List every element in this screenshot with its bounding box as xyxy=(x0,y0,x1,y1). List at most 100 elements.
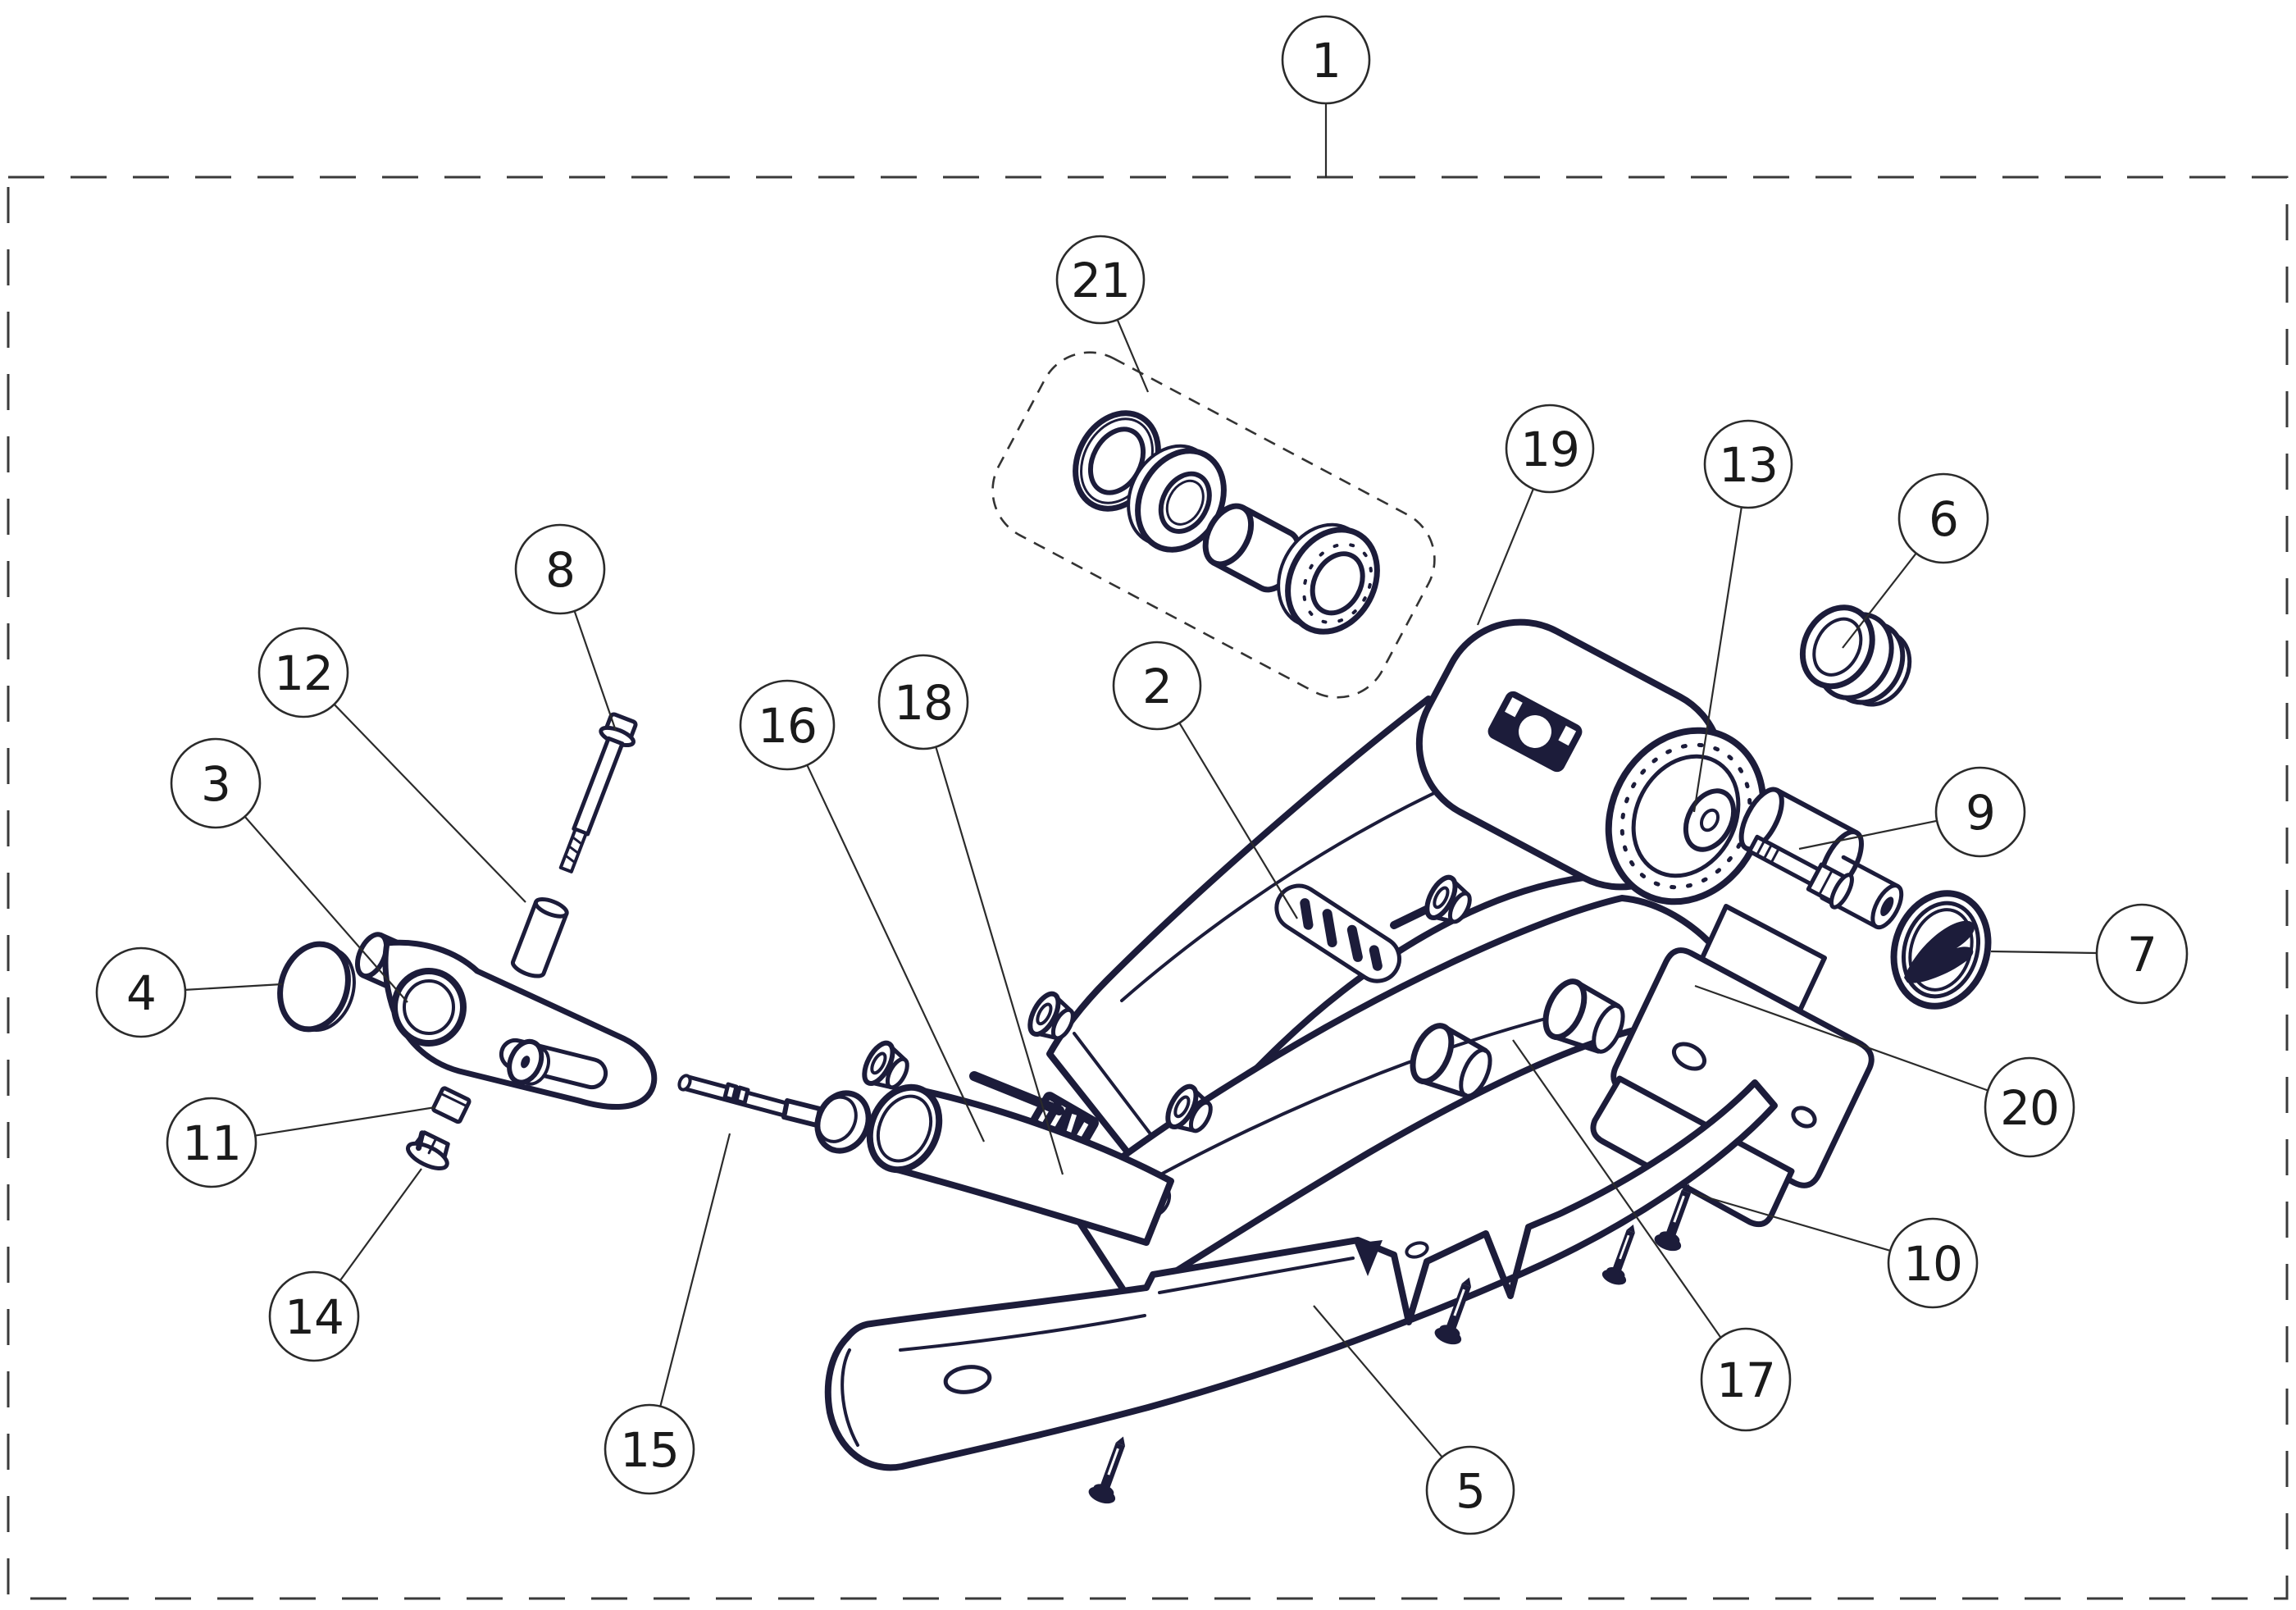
callout-21[interactable]: 21 xyxy=(1055,235,1150,393)
callout-number-2: 2 xyxy=(1142,659,1172,714)
callout-10[interactable]: 10 xyxy=(1692,1192,1979,1309)
square-nut xyxy=(431,1086,472,1124)
callout-circle-6[interactable] xyxy=(1897,472,1989,564)
callout-circle-9[interactable] xyxy=(1934,766,2026,858)
callout-19[interactable]: 19 xyxy=(1476,404,1595,626)
callout-8[interactable]: 8 xyxy=(514,523,617,732)
callout-circle-18[interactable] xyxy=(877,654,969,750)
leader-line-21 xyxy=(1116,319,1150,393)
callout-number-11: 11 xyxy=(182,1115,241,1171)
callout-4[interactable]: 4 xyxy=(95,946,283,1038)
cross-pin-boss xyxy=(507,1038,551,1086)
leader-line-12 xyxy=(333,704,526,903)
guard-oval-hole xyxy=(943,1365,992,1394)
callout-20[interactable]: 20 xyxy=(1694,984,2075,1158)
callout-number-7: 7 xyxy=(2127,927,2157,983)
leader-line-14 xyxy=(339,1168,422,1281)
leader-line-19 xyxy=(1476,488,1534,626)
guard-small-hole xyxy=(1405,1241,1429,1259)
logo-swoosh xyxy=(1904,920,1975,983)
callout-circle-4[interactable] xyxy=(95,946,187,1038)
callout-circle-8[interactable] xyxy=(514,523,606,615)
countersunk-screw xyxy=(1085,1430,1138,1508)
callout-circle-13[interactable] xyxy=(1703,419,1793,509)
pivot-tube xyxy=(866,1071,1174,1246)
torque-arm xyxy=(354,932,658,1110)
leader-line-11 xyxy=(255,1106,436,1137)
leader-line-3 xyxy=(244,815,408,1003)
kit-contents-dashed-border xyxy=(7,176,2289,1600)
leader-line-15 xyxy=(659,1133,731,1407)
callout-12[interactable]: 12 xyxy=(257,627,526,903)
callout-14[interactable]: 14 xyxy=(268,1168,422,1362)
callout-number-12: 12 xyxy=(274,645,333,701)
leader-line-6 xyxy=(1842,552,1917,649)
leader-line-5 xyxy=(1313,1305,1443,1458)
callout-13[interactable]: 13 xyxy=(1692,419,1793,813)
callout-number-21: 21 xyxy=(1071,253,1130,308)
adjuster-pin xyxy=(677,1074,822,1128)
callout-circle-12[interactable] xyxy=(257,627,349,718)
callout-circle-3[interactable] xyxy=(170,737,262,829)
guard-notch xyxy=(1355,1240,1383,1276)
callout-7[interactable]: 7 xyxy=(1990,903,2189,1005)
callout-11[interactable]: 11 xyxy=(166,1097,436,1188)
leader-line-4 xyxy=(184,983,283,991)
callout-number-1: 1 xyxy=(1311,33,1341,89)
callout-18[interactable]: 18 xyxy=(877,654,1064,1175)
end-cap-dome xyxy=(277,941,356,1033)
callout-circle-16[interactable] xyxy=(739,679,836,771)
callout-number-18: 18 xyxy=(894,675,953,731)
callout-6[interactable]: 6 xyxy=(1842,472,1989,649)
callout-17[interactable]: 17 xyxy=(1512,1039,1792,1432)
bracket-hole xyxy=(1791,1106,1817,1129)
callout-number-19: 19 xyxy=(1520,422,1579,477)
bearing-spacer-tube xyxy=(1202,503,1302,593)
callout-5[interactable]: 5 xyxy=(1313,1305,1515,1535)
pin-cup-washer xyxy=(814,1090,872,1154)
callout-number-15: 15 xyxy=(620,1422,679,1478)
callout-circle-19[interactable] xyxy=(1505,404,1595,494)
callout-number-10: 10 xyxy=(1903,1236,1962,1292)
callout-number-17: 17 xyxy=(1716,1352,1775,1408)
cast-logo-slot xyxy=(1274,883,1401,983)
chain-guard-blade xyxy=(824,1079,1778,1471)
callout-number-5: 5 xyxy=(1456,1463,1485,1519)
callout-3[interactable]: 3 xyxy=(170,737,408,1003)
callout-circle-1[interactable] xyxy=(1281,15,1371,105)
callout-circle-17[interactable] xyxy=(1700,1327,1792,1432)
threaded-plug xyxy=(1799,604,1912,707)
callout-number-6: 6 xyxy=(1929,491,1958,547)
callout-1[interactable]: 1 xyxy=(1281,15,1371,178)
callout-circle-2[interactable] xyxy=(1112,641,1202,731)
swingarm-headstock xyxy=(1415,618,1767,905)
callout-circle-21[interactable] xyxy=(1055,235,1146,325)
callout-15[interactable]: 15 xyxy=(604,1133,731,1495)
callout-9[interactable]: 9 xyxy=(1798,766,2026,858)
callout-circle-10[interactable] xyxy=(1887,1217,1979,1309)
pivot-washer xyxy=(1683,788,1737,852)
callout-circle-20[interactable] xyxy=(1984,1056,2075,1158)
flanged-hex-bolt xyxy=(1747,834,1854,910)
callout-16[interactable]: 16 xyxy=(739,679,985,1143)
callout-circle-15[interactable] xyxy=(604,1403,695,1495)
callout-number-3: 3 xyxy=(201,756,230,812)
leader-line-16 xyxy=(806,764,985,1143)
callout-2[interactable]: 2 xyxy=(1112,641,1298,919)
leader-line-20 xyxy=(1694,984,1988,1092)
callout-circle-11[interactable] xyxy=(166,1097,257,1188)
leader-line-8 xyxy=(573,610,617,732)
callout-circle-14[interactable] xyxy=(268,1270,360,1362)
dust-seal xyxy=(1073,410,1161,512)
callout-circle-7[interactable] xyxy=(2095,903,2189,1005)
callout-number-4: 4 xyxy=(126,965,156,1021)
leader-line-18 xyxy=(935,746,1064,1175)
flanged-nut xyxy=(406,1130,450,1170)
weld-seam xyxy=(969,1071,1064,1115)
callout-circle-5[interactable] xyxy=(1425,1445,1515,1535)
callout-number-20: 20 xyxy=(2000,1080,2059,1136)
leader-line-17 xyxy=(1512,1039,1722,1339)
leader-line-10 xyxy=(1692,1192,1891,1252)
